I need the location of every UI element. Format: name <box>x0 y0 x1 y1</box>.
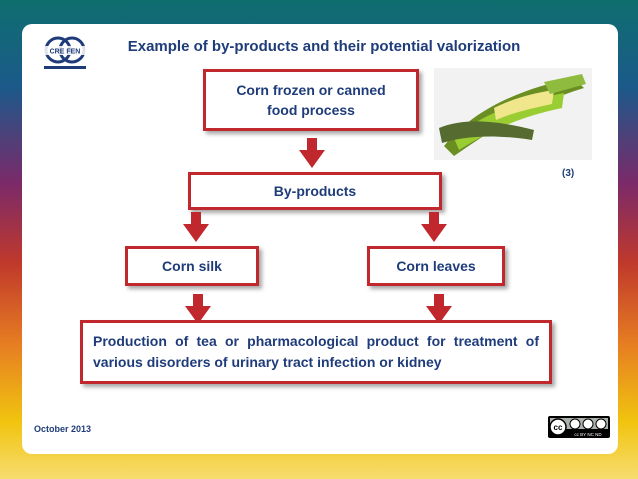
byproducts-label: By-products <box>273 183 357 199</box>
down-arrow-icon <box>421 212 447 242</box>
down-arrow-icon <box>185 294 211 324</box>
corn-photo <box>434 68 592 160</box>
corn-silk-box: Corn silk <box>125 246 259 286</box>
corn-leaves-label: Corn leaves <box>396 258 476 274</box>
result-label: Production of tea or pharmacological pro… <box>93 333 539 370</box>
process-label: Corn frozen or canned food process <box>236 82 386 118</box>
down-arrow-icon <box>426 294 452 324</box>
slide-date: October 2013 <box>34 424 92 434</box>
license-text: cc BY NC ND <box>574 432 602 437</box>
down-arrow-icon <box>299 138 325 168</box>
cc-license-icon: cc cc BY NC ND <box>548 416 610 438</box>
slide: CRE FEN Example of by-products and their… <box>22 24 618 454</box>
logo-text: CRE FEN <box>50 49 81 56</box>
corn-leaves-box: Corn leaves <box>367 246 505 286</box>
process-box: Corn frozen or canned food process <box>203 69 419 131</box>
corn-silk-label: Corn silk <box>162 258 222 274</box>
result-box: Production of tea or pharmacological pro… <box>80 320 552 384</box>
byproducts-box: By-products <box>188 172 442 210</box>
slide-title: Example of by-products and their potenti… <box>127 38 521 55</box>
down-arrow-icon <box>183 212 209 242</box>
svg-text:cc: cc <box>554 423 563 432</box>
logo-icon: CRE FEN <box>38 36 92 69</box>
reference-number: (3) <box>562 168 575 179</box>
